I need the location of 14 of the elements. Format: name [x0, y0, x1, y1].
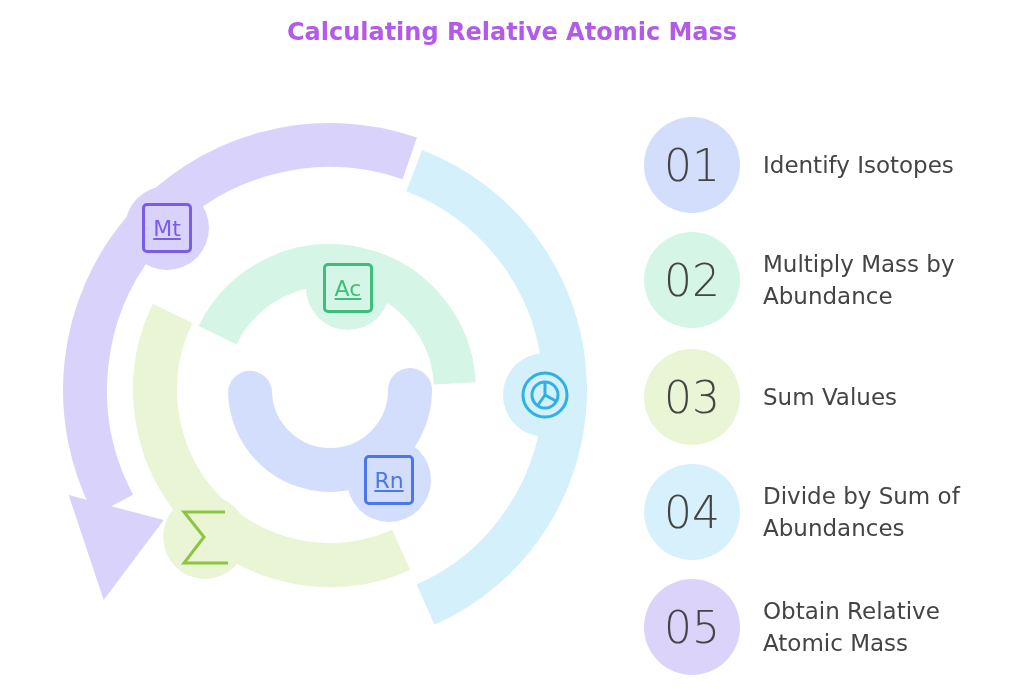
element-symbol: Ac: [323, 263, 373, 313]
step-number: 04: [664, 486, 720, 538]
step-number: 01: [664, 139, 720, 191]
step-label: Multiply Mass by Abundance: [763, 250, 956, 311]
step-number: 05: [664, 601, 720, 653]
step-label: Obtain Relative Atomic Mass: [763, 597, 941, 658]
step-number: 02: [664, 254, 720, 306]
diagram-title: Calculating Relative Atomic Mass: [285, 18, 739, 46]
step-label: Identify Isotopes: [763, 151, 955, 180]
step-label: Divide by Sum of Abundances: [763, 482, 962, 543]
step-label: Sum Values: [763, 383, 899, 412]
element-symbol: Rn: [364, 455, 414, 505]
element-symbol: Mt: [142, 203, 192, 253]
step-number: 03: [664, 371, 720, 423]
